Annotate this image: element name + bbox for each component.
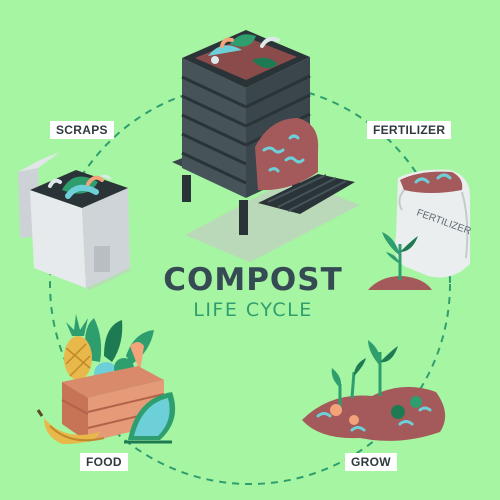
compost-bin-icon xyxy=(172,30,360,262)
diagram-title: COMPOST xyxy=(163,262,343,298)
scrap-bin-icon xyxy=(18,152,132,290)
stage-label-fertilizer: FERTILIZER xyxy=(367,121,452,139)
watermelon-icon xyxy=(124,392,176,444)
food-crate-icon xyxy=(36,314,176,444)
fertilizer-bag-icon: FERTILIZER xyxy=(368,169,472,290)
diagram-subtitle: LIFE CYCLE xyxy=(193,299,313,321)
stage-label-scraps: SCRAPS xyxy=(50,121,114,139)
stage-label-grow: GROW xyxy=(345,453,397,471)
stage-label-food: FOOD xyxy=(80,453,128,471)
pineapple-icon xyxy=(64,314,92,380)
banana-icon xyxy=(36,409,105,444)
sprout-icon xyxy=(302,340,446,441)
